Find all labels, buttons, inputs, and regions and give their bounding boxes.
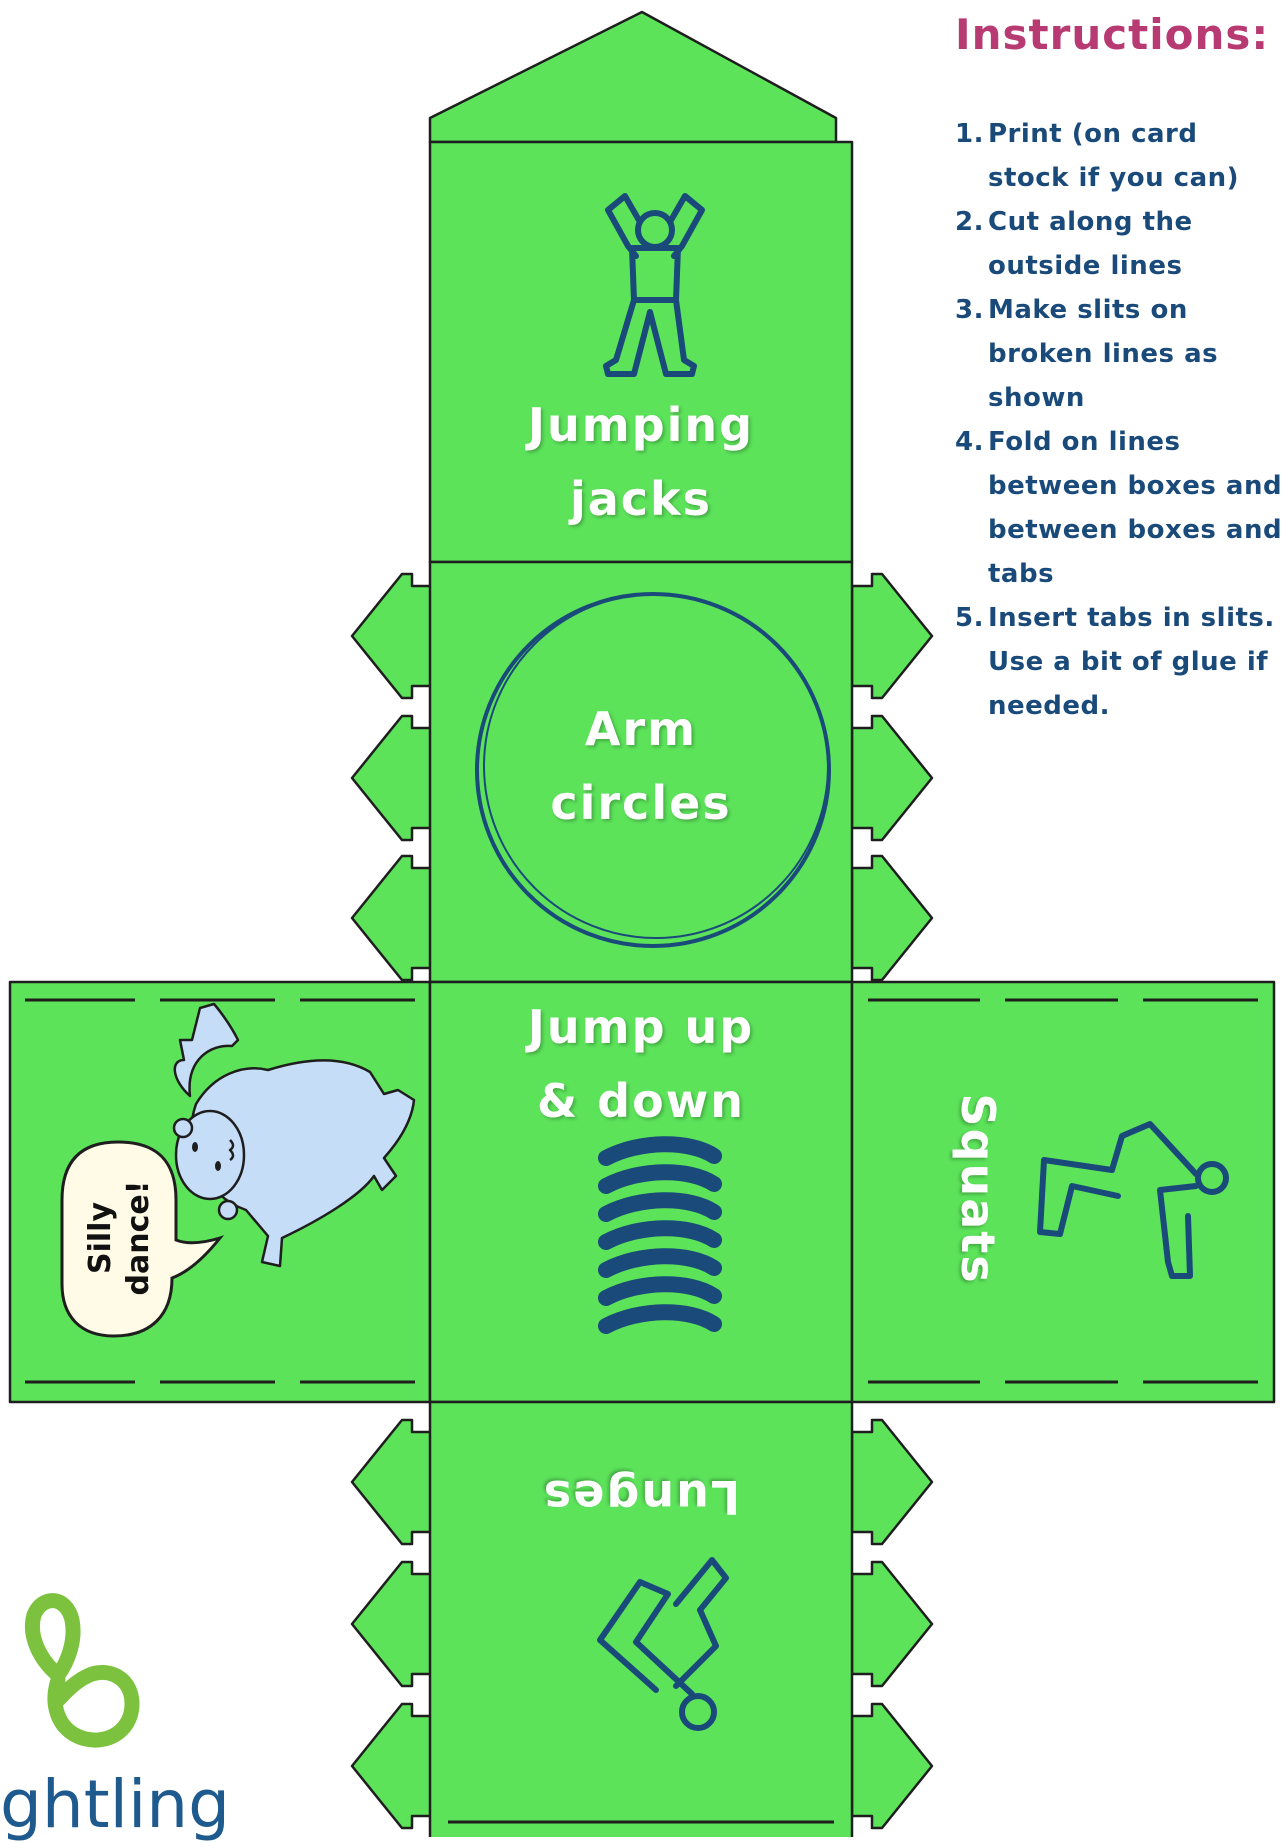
logo-text: ghtling xyxy=(0,1766,231,1843)
instruction-step: 5.Insert tabs in slits. Use a bit of glu… xyxy=(955,596,1284,728)
tab-left-6 xyxy=(350,1702,434,1830)
tab-left-2 xyxy=(350,714,434,842)
label-arm-circles: Arm circles xyxy=(430,692,852,840)
tab-left-4 xyxy=(350,1418,434,1546)
label-squats: Squats xyxy=(951,1093,1005,1285)
label-jump-up-down-line1: Jump up xyxy=(527,1000,755,1054)
label-arm-circles-line2: circles xyxy=(550,776,732,830)
instruction-step: 3.Make slits on broken lines as shown xyxy=(955,288,1284,420)
speech-bubble xyxy=(60,1140,225,1338)
step-number: 4. xyxy=(955,427,984,457)
tab-right-4 xyxy=(850,1418,934,1546)
step-text: Cut along the outside lines xyxy=(988,207,1193,281)
jumping-jacks-person-icon xyxy=(603,193,705,377)
top-roof-tab xyxy=(428,10,838,144)
face-upper xyxy=(428,560,854,984)
label-jump-up-down: Jump up & down xyxy=(430,990,852,1138)
instruction-step: 4.Fold on lines between boxes and betwee… xyxy=(955,420,1284,596)
instructions-list: 1.Print (on card stock if you can) 2.Cut… xyxy=(955,112,1284,728)
step-text: Make slits on broken lines as shown xyxy=(988,295,1219,413)
step-number: 5. xyxy=(955,603,984,633)
label-lunges: Lunges xyxy=(541,1470,741,1524)
step-number: 2. xyxy=(955,207,984,237)
tab-right-1 xyxy=(850,572,934,700)
tab-right-3 xyxy=(850,854,934,982)
face-center xyxy=(428,980,854,1404)
tab-right-5 xyxy=(850,1560,934,1688)
squatting-person-icon xyxy=(1037,1121,1229,1279)
label-arm-circles-line1: Arm xyxy=(584,702,698,756)
tab-left-3 xyxy=(350,854,434,982)
tab-right-6 xyxy=(850,1702,934,1830)
tab-right-2 xyxy=(850,714,934,842)
lunging-person-icon xyxy=(597,1557,729,1731)
step-text: Print (on card stock if you can) xyxy=(988,119,1240,193)
label-jumping-jacks-line2: jacks xyxy=(569,472,713,526)
face-bottom xyxy=(428,1400,854,1837)
coil-spring-icon xyxy=(598,1136,722,1334)
label-jumping-jacks: Jumping jacks xyxy=(430,388,852,536)
circle-outline-icon xyxy=(475,592,831,948)
step-text: Insert tabs in slits. Use a bit of glue … xyxy=(988,603,1275,721)
tab-left-5 xyxy=(350,1560,434,1688)
tab-left-1 xyxy=(350,572,434,700)
instruction-step: 2.Cut along the outside lines xyxy=(955,200,1284,288)
bubble-text-line2: dance! xyxy=(121,1180,156,1296)
instruction-step: 1.Print (on card stock if you can) xyxy=(955,112,1284,200)
bubble-text-line1: Silly xyxy=(83,1202,118,1275)
step-number: 3. xyxy=(955,295,984,325)
label-jumping-jacks-line1: Jumping xyxy=(527,398,755,452)
dancing-bear-icon xyxy=(172,1002,416,1268)
bubble-text: Silly dance! xyxy=(82,1158,158,1318)
butterfly-b-logo-icon xyxy=(25,1593,140,1748)
label-jump-up-down-line2: & down xyxy=(537,1074,745,1128)
step-number: 1. xyxy=(955,119,984,149)
step-text: Fold on lines between boxes and between … xyxy=(988,427,1283,589)
instructions-title: Instructions: xyxy=(955,10,1270,59)
